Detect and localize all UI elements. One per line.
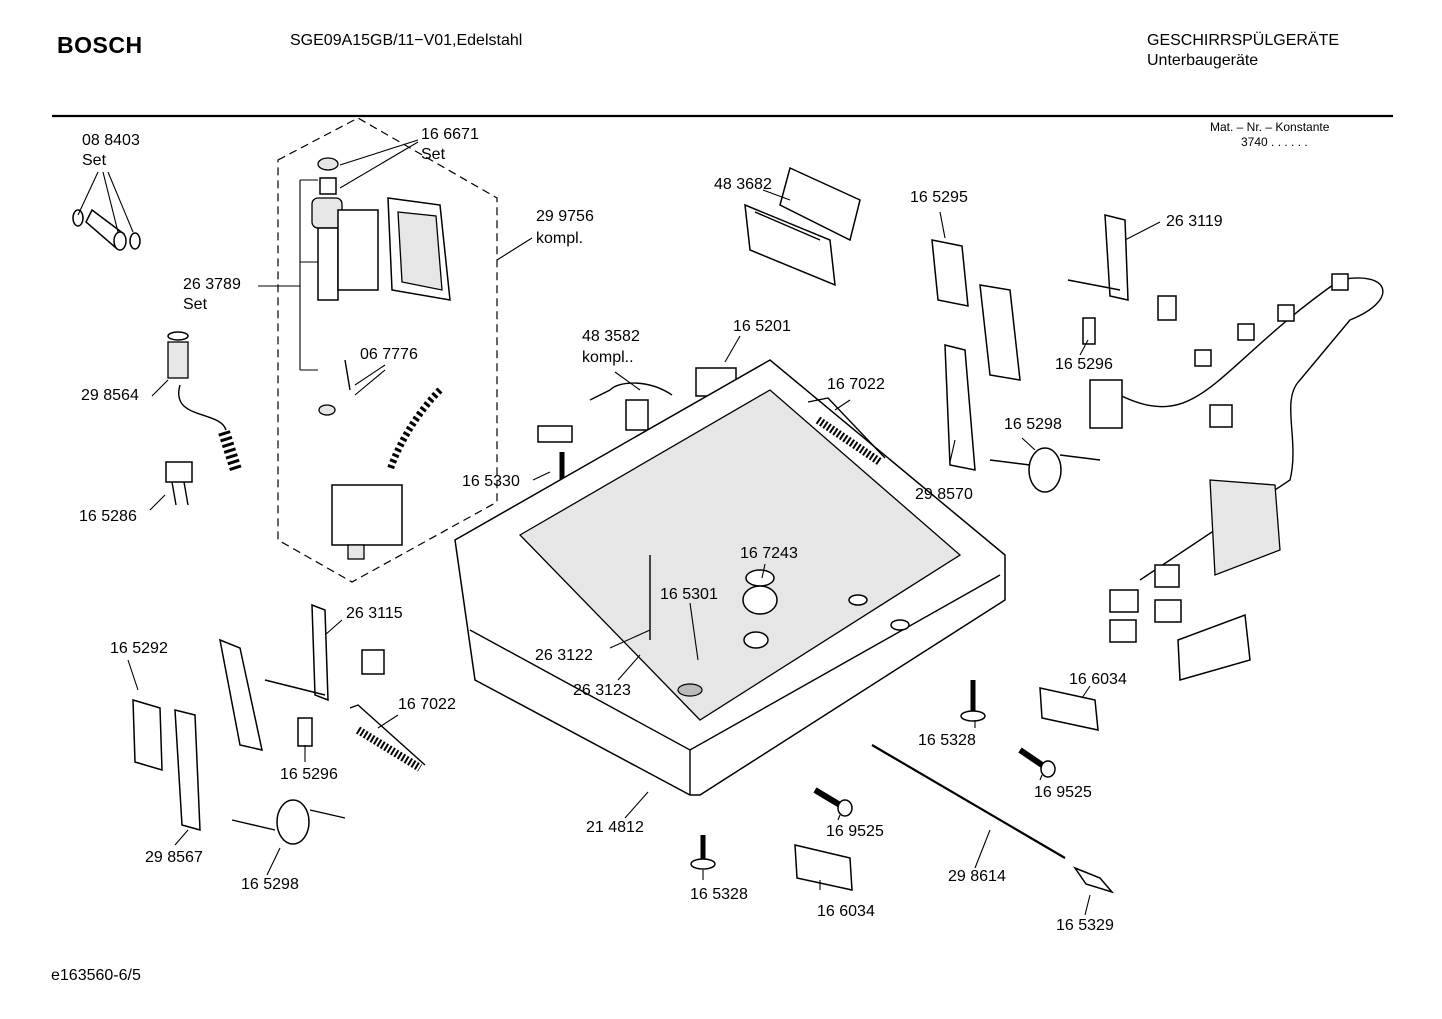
panel-part-b [174, 638, 263, 831]
brand-logo: BOSCH [57, 32, 143, 58]
sensor-part-b [231, 799, 346, 845]
screw-part-b [960, 680, 986, 722]
part-number-label: 16 7022 [827, 376, 885, 393]
category-title: GESCHIRRSPÜLGERÄTE [1147, 32, 1340, 49]
part-number-label: 16 5298 [1004, 416, 1062, 433]
screw-part-c [690, 835, 716, 870]
bracket-part-d [794, 844, 853, 891]
part-number-label: 29 9756 [536, 208, 594, 225]
clip-part-b [1082, 317, 1096, 345]
part-note-label: kompl.. [582, 349, 634, 366]
clip-part [165, 461, 193, 506]
sensor-part-a [989, 447, 1101, 493]
part-number-label: 29 8570 [915, 486, 973, 503]
part-number-label: 29 8567 [145, 849, 203, 866]
cable-part [589, 382, 673, 431]
mat-number-value: 3740 . . . . . . [1241, 135, 1308, 149]
part-number-label: 16 5298 [241, 876, 299, 893]
rod-part [871, 744, 1066, 859]
part-number-label: 26 3119 [1166, 213, 1223, 230]
part-number-label: 29 8564 [81, 387, 139, 404]
drawing-id: e163560-6/5 [51, 967, 141, 984]
part-number-label: 16 9525 [826, 823, 884, 840]
bracket-part-b [1067, 214, 1129, 301]
connector-part-b [1157, 295, 1177, 321]
model-title: SGE09A15GB/11−V01,Edelstahl [290, 32, 523, 49]
cover-part [132, 698, 163, 772]
inlet-valve-assembly [311, 157, 451, 560]
part-number-label: 16 5201 [733, 318, 791, 335]
heater-part-b [349, 704, 426, 772]
part-number-label: 48 3682 [714, 176, 772, 193]
part-note-label: Set [82, 152, 107, 169]
bracket-part-c [1039, 687, 1099, 731]
part-number-label: 16 5296 [1055, 356, 1113, 373]
part-number-label: 16 5295 [910, 189, 968, 206]
bracket-part-a [931, 239, 969, 307]
part-number-label: 26 3122 [535, 647, 593, 664]
part-number-label: 16 6034 [817, 903, 875, 920]
clip-part-c [297, 717, 313, 747]
part-number-label: 16 5328 [918, 732, 976, 749]
part-number-label: 06 7776 [360, 346, 418, 363]
part-number-label: 16 5296 [280, 766, 338, 783]
part-note-label: Set [421, 146, 446, 163]
part-number-label: 16 6034 [1069, 671, 1127, 688]
part-number-label: 16 5328 [690, 886, 748, 903]
control-module-part [744, 166, 861, 287]
panel-part-a [944, 284, 1021, 471]
part-number-label: 08 8403 [82, 132, 140, 149]
bolt-part-a [1018, 747, 1056, 778]
part-number-label: 16 9525 [1034, 784, 1092, 801]
leader-lines [77, 139, 1161, 916]
mat-number-label: Mat. – Nr. – Konstante [1210, 120, 1330, 134]
heater-part-a [807, 397, 886, 466]
part-number-label: 26 3789 [183, 276, 241, 293]
switch-part [537, 425, 573, 443]
part-number-label: 16 5329 [1056, 917, 1114, 934]
part-number-label: 26 3115 [346, 605, 403, 622]
part-number-label: 16 7243 [740, 545, 798, 562]
cap-part [1072, 866, 1115, 894]
part-number-label: 16 7022 [398, 696, 456, 713]
part-number-label: 29 8614 [948, 868, 1006, 885]
part-number-label: 48 3582 [582, 328, 640, 345]
bolt-part-b [813, 787, 853, 817]
part-number-label: 21 4812 [586, 819, 644, 836]
wiring-harness-part [1089, 273, 1384, 681]
part-number-label: 16 5286 [79, 508, 137, 525]
hose-clamp-set-part [72, 208, 141, 251]
part-note-label: kompl. [536, 230, 584, 247]
part-note-label: Set [183, 296, 208, 313]
part-number-label: 26 3123 [573, 682, 631, 699]
subcategory-title: Unterbaugeräte [1147, 52, 1259, 69]
part-number-label: 16 5292 [110, 640, 168, 657]
part-number-label: 16 6671 [421, 126, 479, 143]
drain-hose-part [167, 331, 242, 472]
base-tub-part [454, 359, 1006, 796]
part-number-label: 16 5330 [462, 473, 520, 490]
bracket-part-e [264, 603, 385, 702]
part-number-label: 16 5301 [660, 586, 718, 603]
